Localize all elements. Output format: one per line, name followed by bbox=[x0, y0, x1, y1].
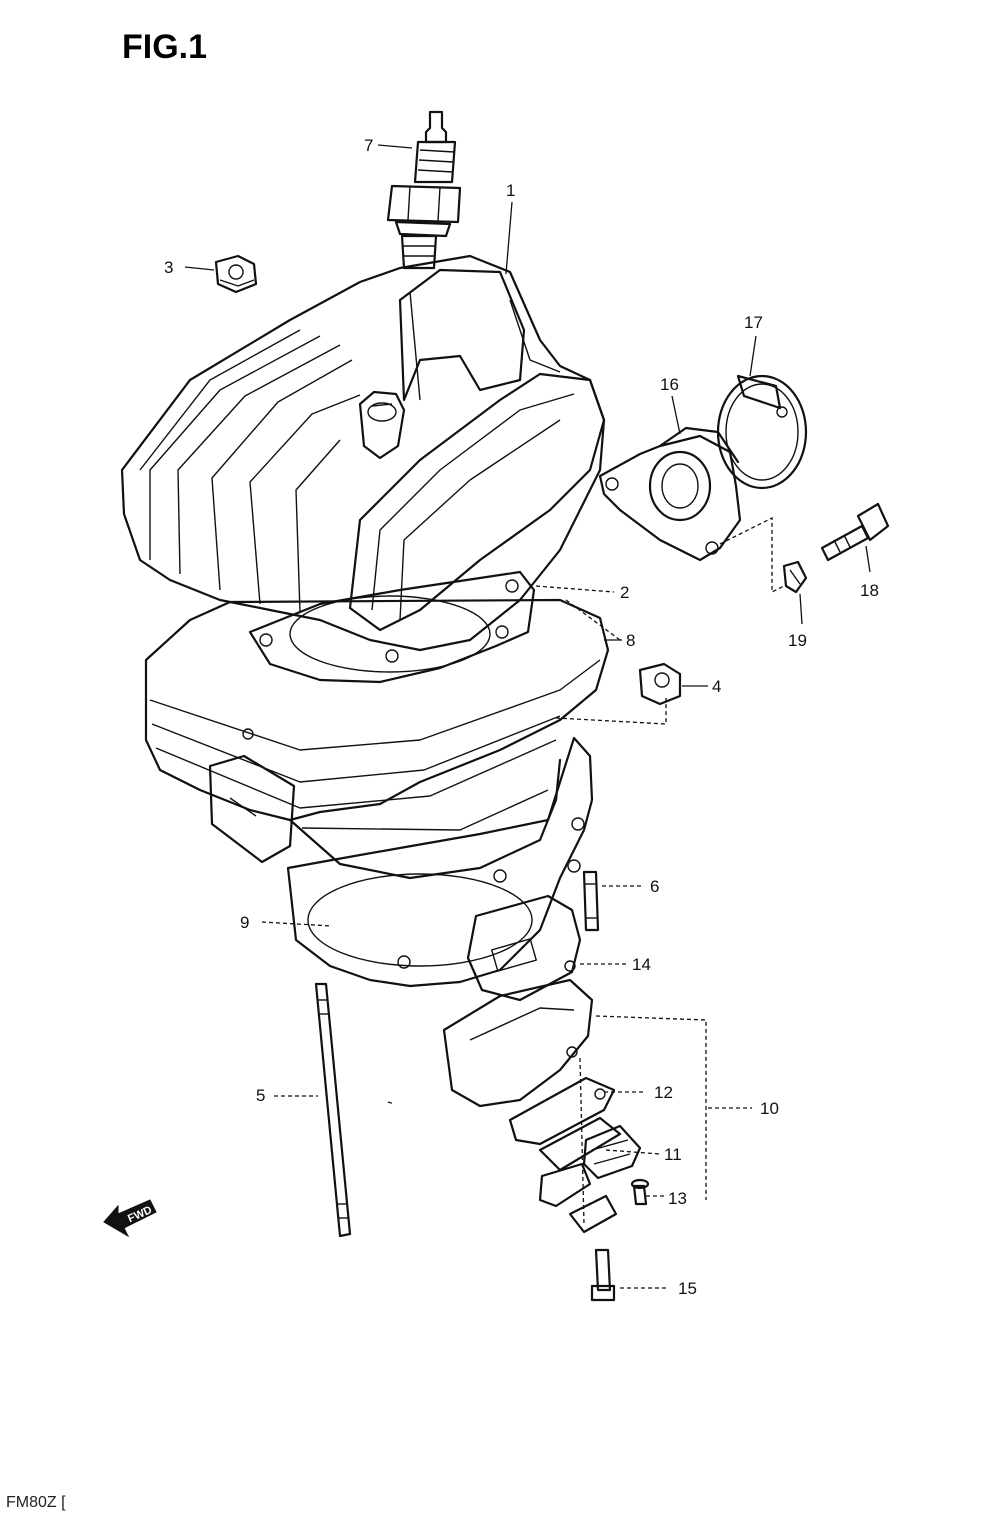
callout-3: 3 bbox=[164, 258, 173, 277]
callout-4: 4 bbox=[712, 677, 721, 696]
fwd-label: FWD bbox=[126, 1204, 154, 1225]
callout-19: 19 bbox=[788, 631, 807, 650]
spark-plug[interactable] bbox=[386, 110, 462, 270]
stud-long[interactable] bbox=[314, 982, 352, 1238]
reed-petal[interactable] bbox=[508, 1076, 622, 1172]
cap-nut-4[interactable] bbox=[638, 662, 682, 706]
callout-17: 17 bbox=[744, 313, 763, 332]
callout-11: 11 bbox=[664, 1145, 682, 1164]
cap-nut-3[interactable] bbox=[214, 254, 258, 294]
screw-13[interactable] bbox=[630, 1178, 650, 1206]
callout-5: 5 bbox=[256, 1086, 265, 1105]
stud-short[interactable] bbox=[582, 870, 600, 932]
callout-labels: 1 2 3 4 5 6 7 8 9 10 11 12 13 14 15 16 1… bbox=[164, 136, 879, 1298]
reed-cover-plate[interactable] bbox=[568, 1194, 618, 1234]
forward-arrow-icon bbox=[103, 1199, 157, 1238]
bolt-15[interactable] bbox=[590, 1248, 616, 1302]
callout-13: 13 bbox=[668, 1189, 687, 1208]
callout-10: 10 bbox=[760, 1099, 779, 1118]
callout-2: 2 bbox=[620, 583, 629, 602]
footer-code: FM80Z [ bbox=[6, 1494, 66, 1511]
callout-18: 18 bbox=[860, 581, 879, 600]
callout-15: 15 bbox=[678, 1279, 697, 1298]
base-gasket[interactable] bbox=[286, 736, 594, 988]
reed-valve-gasket[interactable] bbox=[466, 894, 582, 1002]
callout-6: 6 bbox=[650, 877, 659, 896]
lock-washer[interactable] bbox=[782, 560, 808, 594]
reed-stopper[interactable] bbox=[538, 1124, 642, 1208]
callout-7: 7 bbox=[364, 136, 373, 155]
callout-9: 9 bbox=[240, 913, 249, 932]
callout-14: 14 bbox=[632, 955, 651, 974]
callout-12: 12 bbox=[654, 1083, 673, 1102]
bolt-18[interactable] bbox=[820, 502, 890, 562]
callout-16: 16 bbox=[660, 375, 679, 394]
reed-valve-body[interactable] bbox=[442, 978, 594, 1108]
intake-pipe[interactable] bbox=[598, 426, 742, 562]
cylinder-head[interactable] bbox=[120, 254, 606, 652]
cylinder-block[interactable] bbox=[144, 598, 610, 880]
callout-8: 8 bbox=[626, 631, 635, 650]
head-gasket[interactable] bbox=[248, 570, 536, 684]
leader-lines bbox=[184, 144, 871, 1289]
callout-1: 1 bbox=[506, 181, 515, 200]
figure-title: FIG.1 bbox=[122, 28, 207, 66]
hose-clamp[interactable] bbox=[716, 374, 808, 490]
